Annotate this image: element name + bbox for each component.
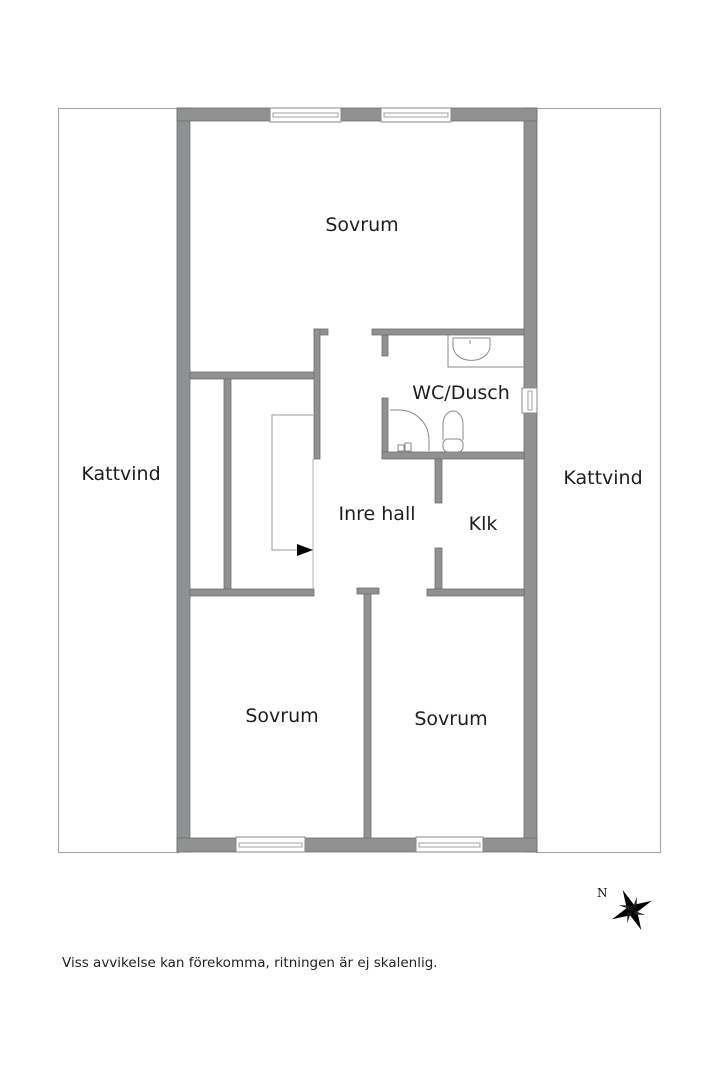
window-bottom-right (415, 836, 484, 853)
room-label-wc-dusch: WC/Dusch (412, 382, 510, 404)
kattvind-right-area (535, 107, 662, 854)
shower-icon (390, 409, 430, 452)
toilet-icon (442, 410, 464, 453)
window-top-right (380, 107, 452, 123)
room-label-sovrum-bottom-left: Sovrum (245, 705, 319, 727)
room-label-kattvind-right: Kattvind (563, 467, 643, 489)
window-bottom-left (235, 836, 306, 853)
room-label-klk: Klk (468, 513, 498, 535)
room-label-inre-hall: Inre hall (338, 503, 416, 525)
kattvind-left-area (57, 107, 180, 854)
stair-arrow-icon (297, 544, 313, 556)
room-label-kattvind-left: Kattvind (81, 463, 161, 485)
disclaimer-text: Viss avvikelse kan förekomma, ritningen … (62, 955, 438, 971)
window-wc (521, 387, 538, 414)
compass-rose-icon (612, 890, 652, 930)
window-top-left (269, 107, 342, 123)
staircase (271, 414, 314, 589)
sink-icon (447, 335, 524, 368)
room-label-sovrum-top: Sovrum (325, 214, 399, 236)
compass-north-label: N (597, 886, 608, 900)
room-label-sovrum-bottom-right: Sovrum (414, 708, 488, 730)
